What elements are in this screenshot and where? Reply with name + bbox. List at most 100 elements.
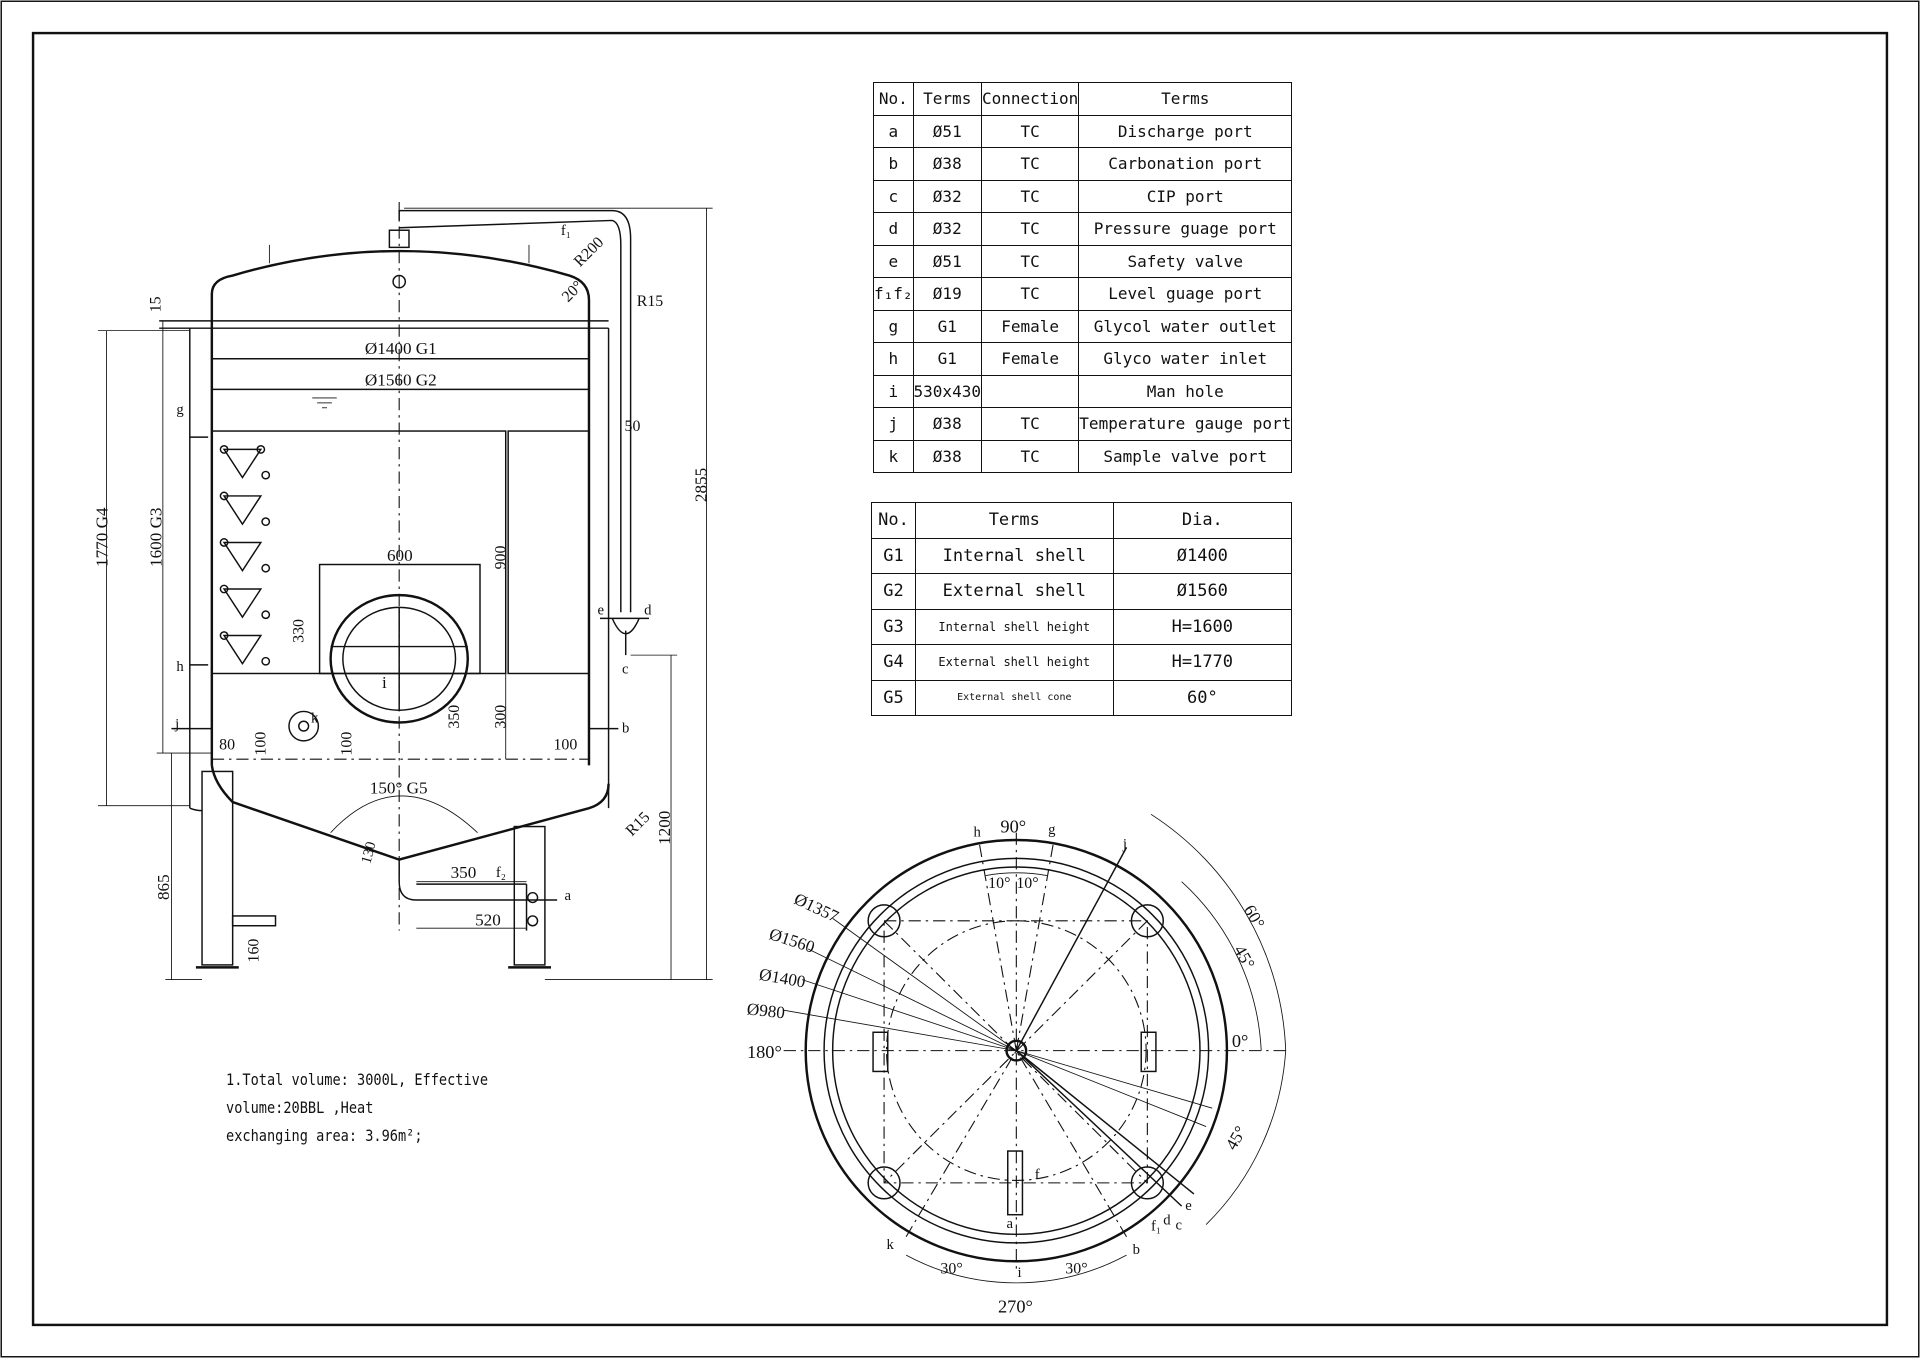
port-label: d [1163,1213,1171,1229]
dim-350-pipe: 350 [451,863,477,882]
cell-no: j [873,407,914,441]
dim-g2: Ø1560 G2 [365,371,437,390]
port-label: e [1185,1198,1192,1214]
cell-conn: TC [980,114,1080,148]
cell-size: Ø38 [912,407,982,441]
cell-no: g [873,309,914,343]
header-no: No. [871,502,916,539]
cell-conn: Female [980,342,1080,376]
angle-30-right: 30° [1065,1260,1087,1277]
angle-0: 0° [1232,1031,1249,1051]
dia-980: Ø980 [746,999,786,1022]
cell-term: Man hole [1078,374,1293,408]
header-terms-desc: Terms [1078,82,1293,116]
angle-45-lower: 45° [1222,1123,1251,1153]
angle-45-upper: 45° [1230,942,1259,972]
header-dia: Dia. [1112,502,1293,539]
dim-350: 350 [446,705,463,729]
cell-dia: Ø1560 [1112,573,1293,610]
dim-80: 80 [219,736,235,753]
dim-865: 865 [154,874,173,900]
cell-term: External shell [914,573,1114,610]
cell-conn: TC [980,407,1080,441]
dim-900: 900 [493,546,510,570]
dim-300: 300 [493,705,510,729]
cell-no: d [873,212,914,246]
cell-no: f₁f₂ [873,277,914,311]
cell-size: Ø32 [912,212,982,246]
dim-g3: 1600 G3 [147,507,166,566]
cell-no: G5 [871,679,916,716]
header-no: No. [873,82,914,116]
dim-520: 520 [475,911,501,930]
cell-term: Carbonation port [1078,147,1293,181]
cell-size: Ø38 [912,147,982,181]
dim-100-b: 100 [338,732,355,756]
cell-no: e [873,244,914,278]
cell-conn: TC [980,212,1080,246]
angle-270: 270° [998,1297,1033,1317]
cell-conn: TC [980,439,1080,473]
port-label: c [622,661,629,677]
dim-15: 15 [147,296,164,312]
table-header-row: No. Terms Dia. [871,502,1293,539]
header-terms: Terms [914,502,1114,539]
cell-no: a [873,114,914,148]
port-label: g [176,402,184,418]
port-label: i [382,673,387,692]
port-label: a [1007,1216,1014,1232]
cell-no: b [873,147,914,181]
dia-1400: Ø1400 [758,965,807,992]
dim-330: 330 [291,619,308,643]
table-header-row: No. Terms Connection Terms [873,82,1293,116]
port-label: f [1035,1167,1040,1183]
cell-size: Ø19 [912,277,982,311]
port-label: j [1122,837,1127,853]
port-label: d [644,603,652,619]
cell-dia: 60° [1112,679,1293,716]
dim-130: 130 [359,840,380,865]
port-label: g [1048,822,1056,838]
dimple-pattern [219,445,271,666]
cell-term: Pressure guage port [1078,212,1293,246]
cell-term: Glycol water outlet [1078,309,1293,343]
angle-10-right: 10° [1016,875,1038,892]
cell-term: Discharge port [1078,114,1293,148]
manhole [329,593,469,724]
top-view: 90° 180° 0° 270° 60° 45° 45° 10° 10° 30°… [746,813,1287,1317]
note-line-2: exchanging area: 3.96m²; [226,1126,423,1145]
cell-no: c [873,179,914,213]
header-terms: Terms [912,82,982,116]
dia-1357: Ø1357 [791,889,842,926]
header-connection: Connection [980,82,1080,116]
cell-conn: TC [980,277,1080,311]
cell-no: G4 [871,644,916,681]
cell-size: Ø32 [912,179,982,213]
dim-600: 600 [387,546,413,565]
port-label: f₁ [561,223,571,239]
port-label: f₂ [496,865,506,881]
cell-size: Ø38 [912,439,982,473]
cell-conn: TC [980,179,1080,213]
cell-dia: Ø1400 [1112,537,1293,574]
angle-30-left: 30° [940,1260,962,1277]
port-label: b [1133,1242,1140,1258]
side-view: 15 Ø1400 G1 Ø1560 G2 1770 G4 1600 G3 285… [93,202,713,981]
cell-dia: H=1770 [1112,644,1293,681]
cell-term: External shell cone [914,679,1114,716]
dim-100-a: 100 [253,732,270,756]
dim-50: 50 [624,418,640,435]
